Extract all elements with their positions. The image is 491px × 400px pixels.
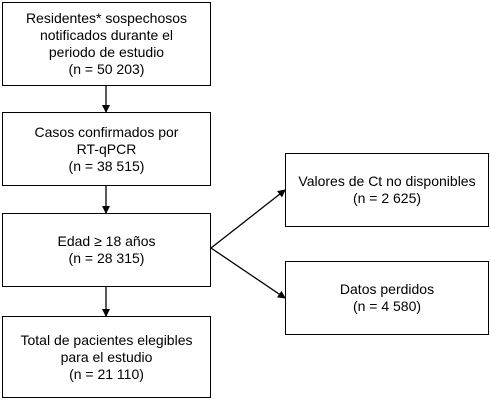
box-residents-line-2: notificados durante el <box>39 27 174 43</box>
box-confirmed-line-1: Casos confirmados por <box>34 123 179 140</box>
box-confirmed: Casos confirmados por RT-qPCR (n = 38 51… <box>2 112 211 186</box>
box-residents-line-4: (n = 50 203) <box>68 61 145 77</box>
box-residents: Residentes* sospechosos notificados dura… <box>2 2 211 86</box>
box-age: Edad ≥ 18 años (n = 28 315) <box>2 213 211 287</box>
box-confirmed-line-2: RT-qPCR <box>76 140 137 157</box>
box-residents-line-3: periodo de estudio <box>48 44 165 60</box>
arrow-age-to-ct-unavailable <box>210 189 286 249</box>
box-eligible-line-2: para el estudio <box>60 348 153 365</box>
box-eligible: Total de pacientes elegibles para el est… <box>2 316 211 398</box>
box-confirmed-line-3: (n = 38 515) <box>68 157 145 174</box>
box-lost-data: Datos perdidos (n = 4 580) <box>285 261 489 335</box>
box-eligible-line-3: (n = 21 110) <box>69 365 144 382</box>
box-age-line-2: (n = 28 315) <box>68 250 145 266</box>
arrow-age-to-lost-data <box>210 247 286 299</box>
box-eligible-line-1: Total de pacientes elegibles <box>20 331 193 348</box>
box-ct-unavailable-line-2: (n = 2 625) <box>352 190 422 206</box>
box-ct-unavailable-line-1: Valores de Ct no disponibles <box>298 173 476 189</box>
box-lost-data-line-2: (n = 4 580) <box>352 298 422 314</box>
box-residents-line-1: Residentes* sospechosos <box>25 10 188 26</box>
box-lost-data-line-1: Datos perdidos <box>339 281 435 297</box>
box-age-line-1: Edad ≥ 18 años <box>57 233 156 249</box>
box-ct-unavailable: Valores de Ct no disponibles (n = 2 625) <box>285 153 489 227</box>
